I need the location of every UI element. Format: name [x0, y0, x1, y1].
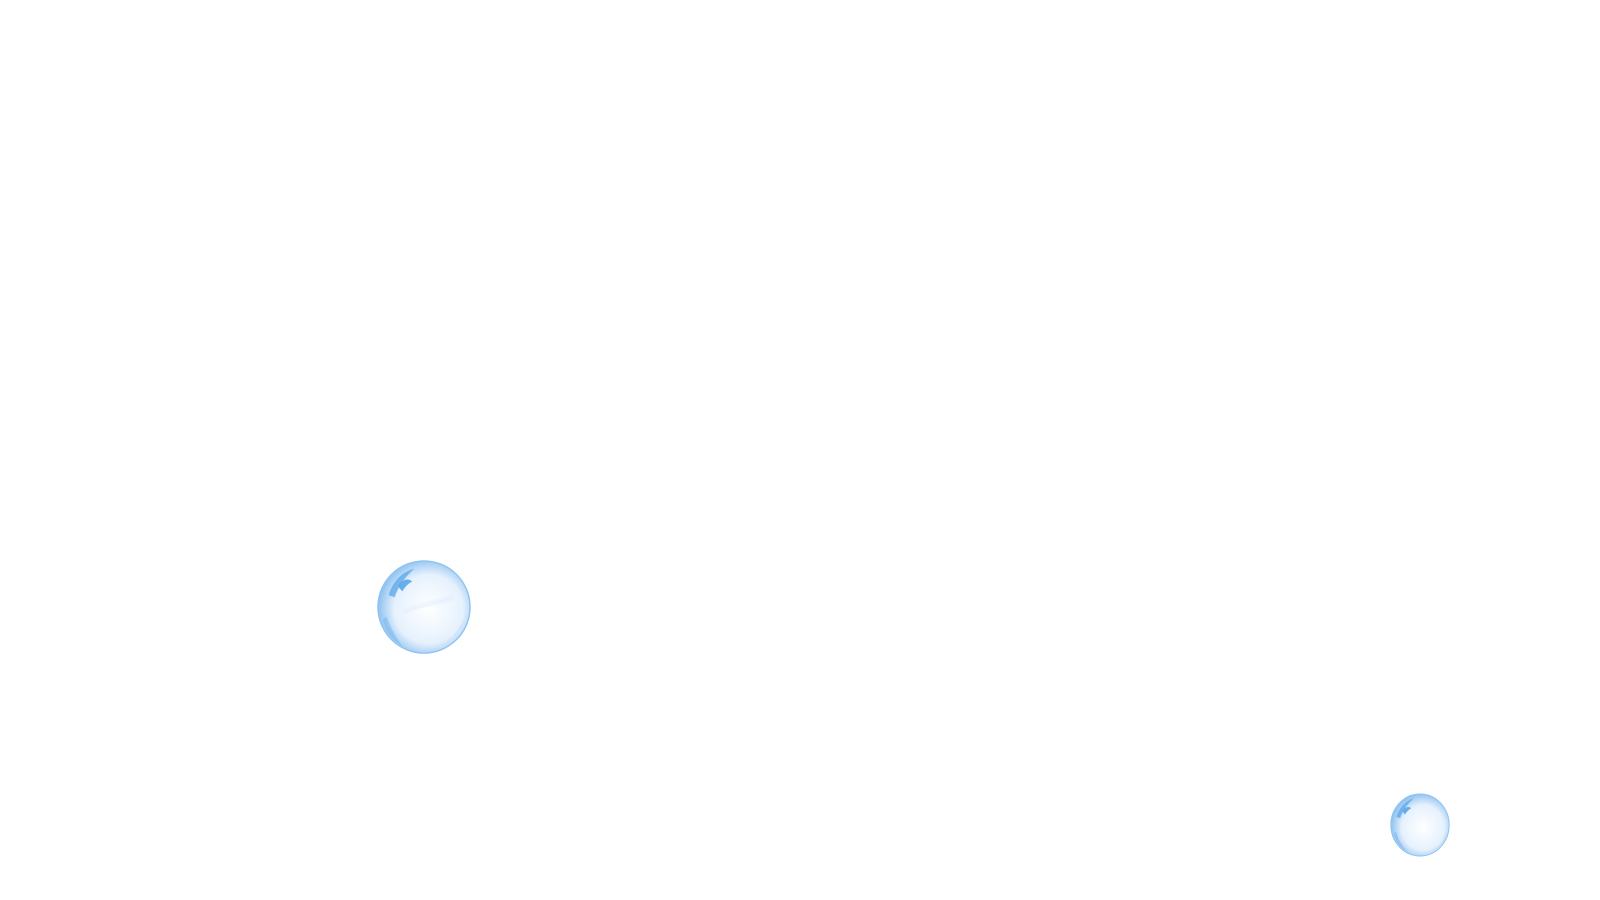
water-bubble-large-icon — [377, 560, 471, 654]
water-bubble-small-icon — [1390, 793, 1450, 857]
